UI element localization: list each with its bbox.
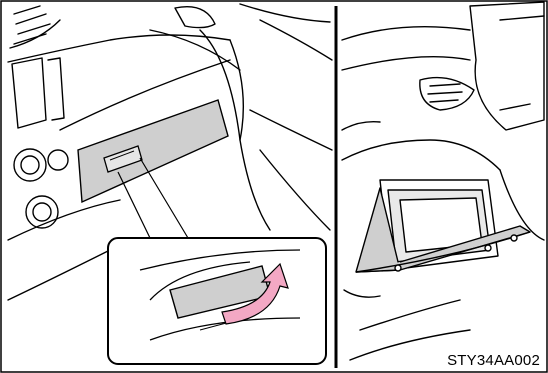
zoom-inset [108,238,326,364]
figure-code: STY34AA002 [445,352,542,369]
